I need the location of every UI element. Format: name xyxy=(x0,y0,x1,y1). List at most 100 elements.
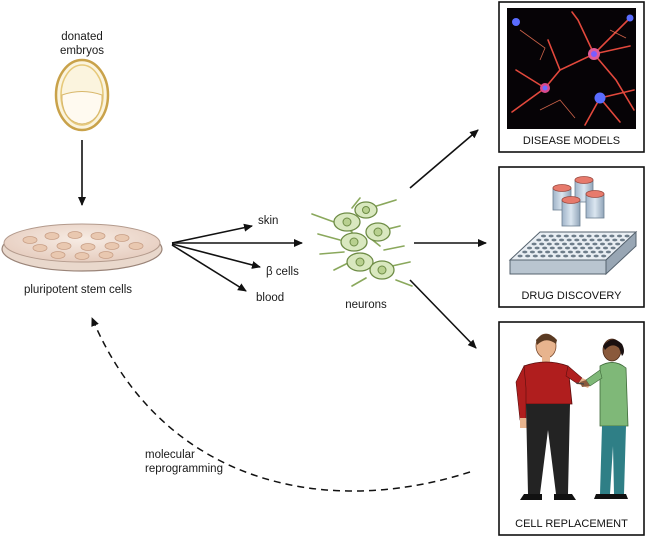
arrow-to-cell-replacement xyxy=(409,279,477,349)
well xyxy=(578,254,584,258)
well xyxy=(566,238,572,242)
well xyxy=(584,242,590,246)
arrow-to-skin xyxy=(171,223,253,244)
well xyxy=(571,234,577,238)
well xyxy=(577,242,583,246)
well xyxy=(595,246,601,250)
well xyxy=(574,238,580,242)
reprogramming-label-line2: reprogramming xyxy=(145,463,223,475)
well-plate-icon xyxy=(508,230,638,276)
arrow-to-beta-cells xyxy=(171,243,261,269)
well xyxy=(569,242,575,246)
doctor-figure xyxy=(575,338,629,499)
well xyxy=(564,246,571,250)
well xyxy=(534,246,540,250)
stem-cells-label: pluripotent stem cells xyxy=(24,284,132,296)
disease-models-label: DISEASE MODELS xyxy=(523,135,620,147)
well xyxy=(601,234,607,238)
well xyxy=(580,246,586,250)
well xyxy=(599,242,606,246)
patient-figure xyxy=(515,333,592,500)
well xyxy=(543,238,550,242)
well xyxy=(537,250,543,254)
well xyxy=(587,246,593,250)
well xyxy=(539,242,545,246)
well xyxy=(548,234,554,238)
well xyxy=(522,250,528,254)
disease-models-panel xyxy=(498,1,645,153)
well xyxy=(559,238,565,242)
well xyxy=(563,234,569,238)
well xyxy=(570,254,576,258)
well xyxy=(616,234,623,238)
well xyxy=(615,242,621,246)
well xyxy=(624,234,630,238)
well xyxy=(602,246,609,250)
well xyxy=(612,238,618,242)
well xyxy=(572,246,578,250)
cell-replacement-label: CELL REPLACEMENT xyxy=(515,518,628,530)
well xyxy=(592,242,598,246)
well xyxy=(589,238,595,242)
well xyxy=(517,254,523,258)
well xyxy=(531,242,537,246)
well xyxy=(601,254,607,258)
well xyxy=(546,242,552,246)
well xyxy=(610,246,616,250)
well xyxy=(551,238,557,242)
well xyxy=(598,250,604,254)
well xyxy=(593,254,599,258)
well xyxy=(556,234,562,238)
well xyxy=(567,250,574,254)
well xyxy=(590,250,596,254)
well xyxy=(547,254,554,258)
well xyxy=(542,246,548,250)
well xyxy=(575,250,581,254)
well xyxy=(540,234,547,238)
blood-label: blood xyxy=(256,292,284,304)
drug-discovery-panel xyxy=(498,166,645,308)
well xyxy=(609,234,615,238)
neuron-micrograph xyxy=(507,8,636,129)
well xyxy=(525,254,531,258)
well xyxy=(560,250,566,254)
well xyxy=(578,234,585,238)
reprogramming-label-line1: molecular xyxy=(145,449,195,461)
well xyxy=(585,254,592,258)
well xyxy=(532,254,538,258)
well xyxy=(583,250,589,254)
well xyxy=(540,254,546,258)
reprogramming-arrow xyxy=(91,317,471,492)
embryo-icon xyxy=(54,58,110,132)
well xyxy=(586,234,592,238)
arrow-to-disease-models xyxy=(409,129,479,189)
well xyxy=(594,234,600,238)
well xyxy=(536,238,542,242)
drug-discovery-label: DRUG DISCOVERY xyxy=(521,290,622,302)
petri-dish-icon xyxy=(1,223,163,272)
well xyxy=(526,246,533,250)
well xyxy=(549,246,555,250)
arrow-to-blood xyxy=(171,244,247,292)
well xyxy=(604,238,610,242)
embryo-label-line2: embryos xyxy=(60,45,104,57)
well xyxy=(605,250,612,254)
well xyxy=(529,250,536,254)
well xyxy=(554,242,560,246)
well xyxy=(555,254,561,258)
skin-label: skin xyxy=(258,215,278,227)
cell-replacement-panel xyxy=(498,321,645,536)
well xyxy=(563,254,569,258)
neurons-icon xyxy=(311,197,413,287)
well xyxy=(581,238,588,242)
embryo-label-line1: donated xyxy=(61,31,103,43)
beta-cells-label: β cells xyxy=(266,266,299,278)
well xyxy=(545,250,551,254)
neurons-label: neurons xyxy=(345,299,387,311)
vials-icon xyxy=(552,176,605,227)
well xyxy=(619,238,626,242)
well xyxy=(561,242,568,246)
well xyxy=(552,250,558,254)
well xyxy=(597,238,603,242)
